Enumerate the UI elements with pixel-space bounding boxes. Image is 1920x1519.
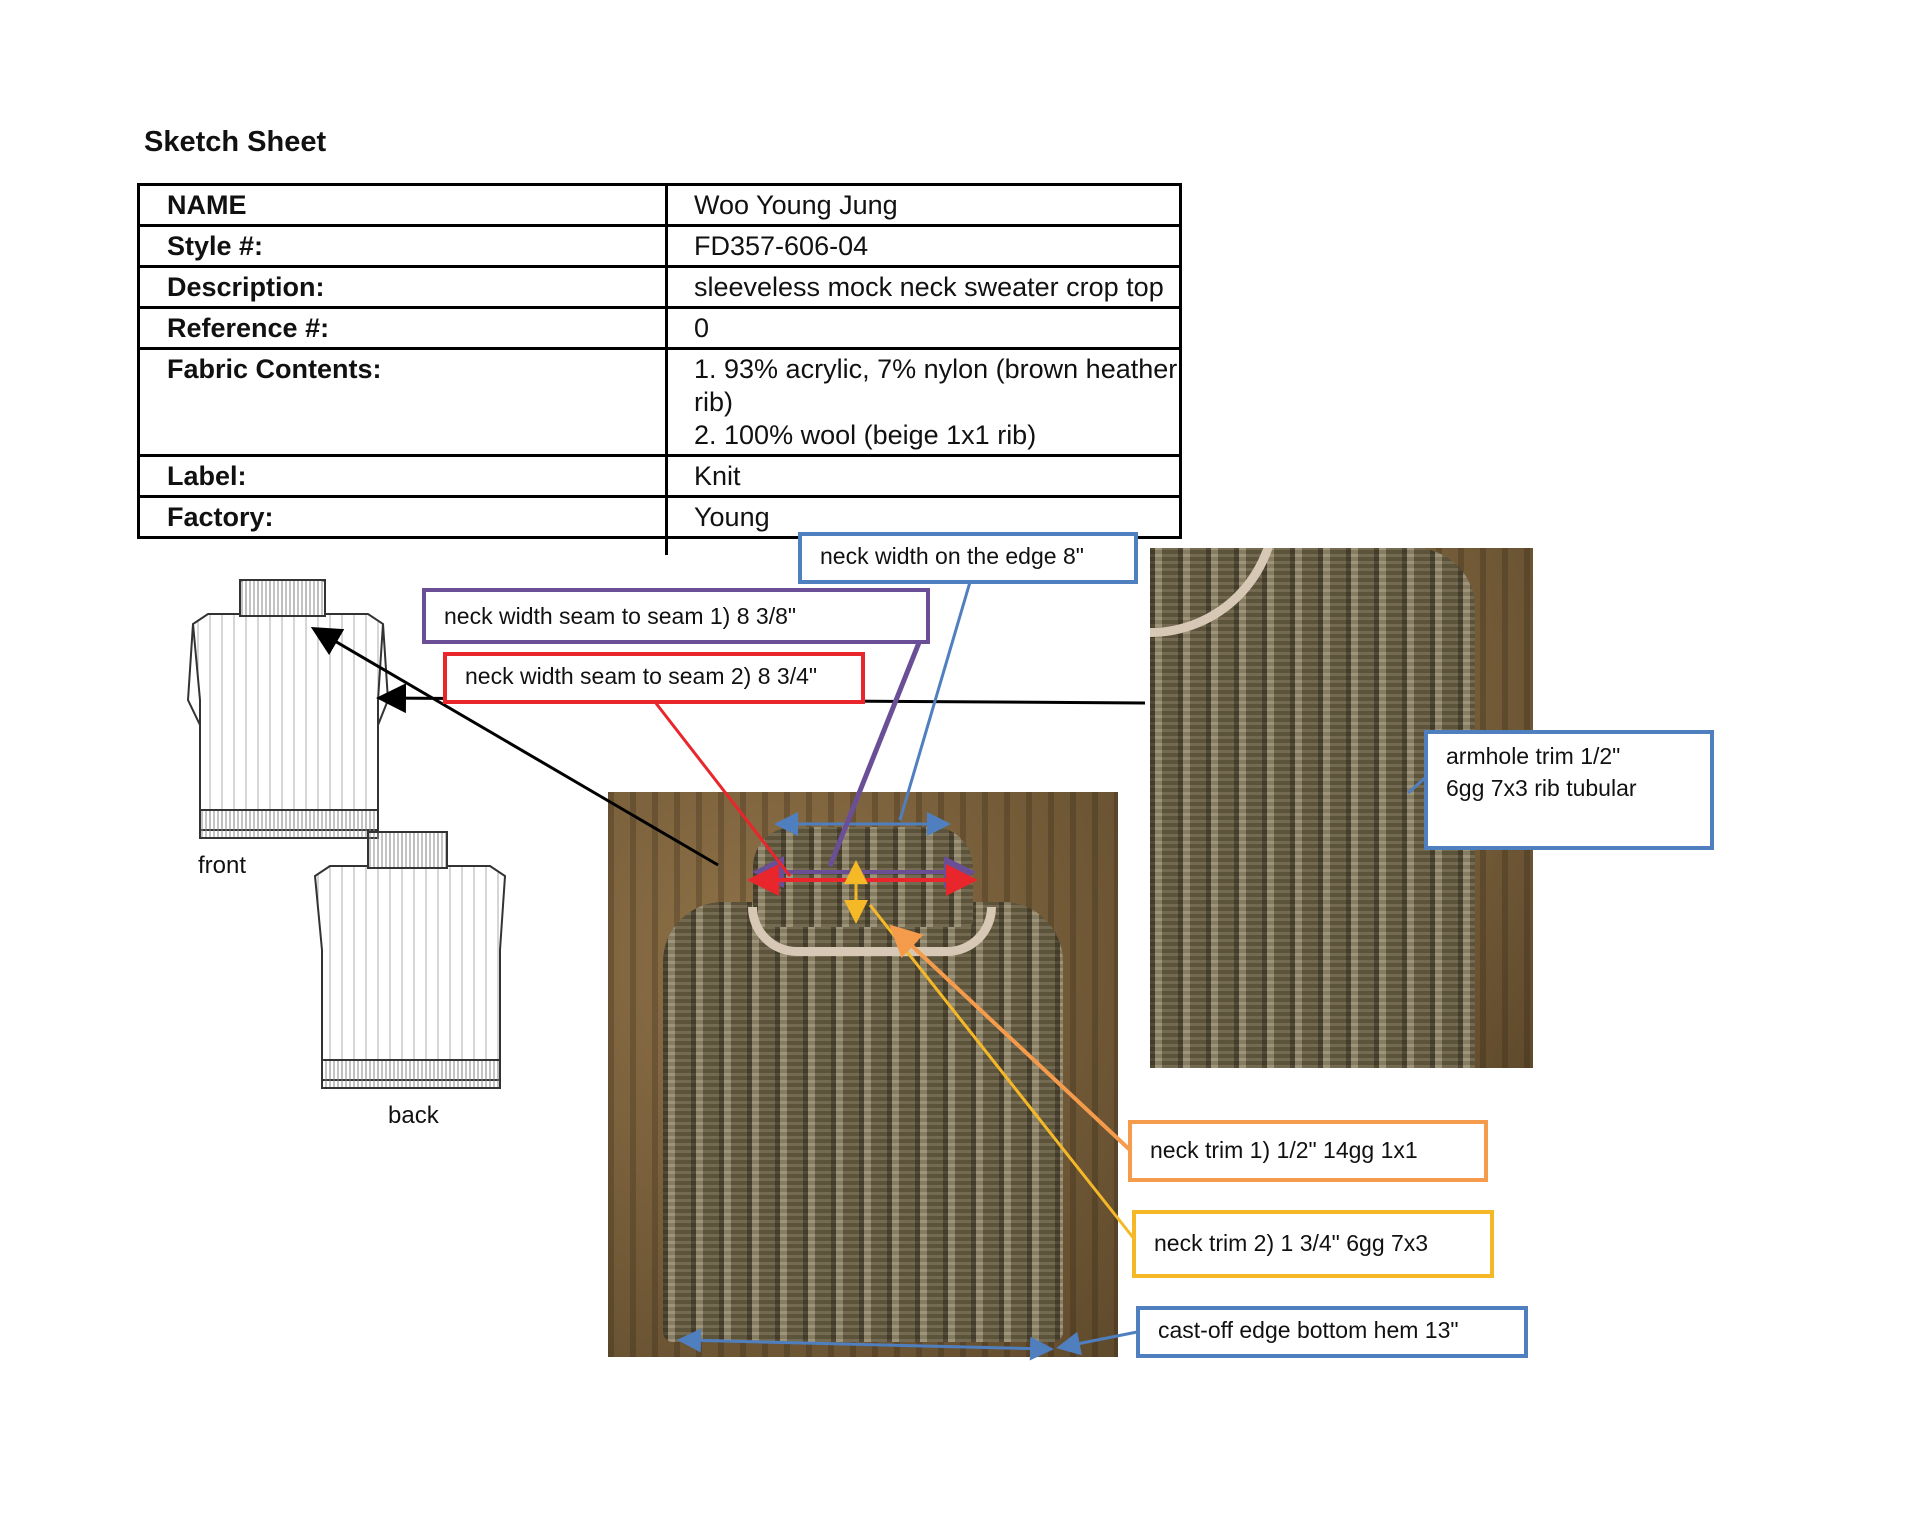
spec-row: NAME Woo Young Jung [137,183,1182,227]
callout-neck-trim-2: neck trim 2) 1 3/4" 6gg 7x3 [1132,1210,1494,1278]
spec-label: Factory: [137,495,668,539]
spec-value: Woo Young Jung [665,183,1182,227]
armhole-line-2: 6gg 7x3 rib tubular [1446,775,1637,801]
leader-neck-trim-1 [889,924,1132,1152]
spec-value-line: 0 [694,313,710,343]
spec-label: Style #: [137,224,668,268]
spec-label: NAME [137,183,668,227]
callout-neck-width-edge: neck width on the edge 8" [798,532,1138,584]
leader-neck-edge [898,581,972,821]
leader-armhole [1407,776,1426,795]
spec-row: Label: Knit [137,454,1182,498]
spec-value-line: FD357-606-04 [694,231,869,261]
spec-value: 0 [665,306,1182,350]
leader-neck-seam-2 [653,701,792,877]
dim-bottom-hem [677,1328,1054,1361]
spec-value-line: 1. 93% acrylic, 7% nylon (brown heather [694,354,1178,384]
sheet-title: Sketch Sheet [144,126,327,158]
spec-row: Style #: FD357-606-04 [137,224,1182,268]
spec-row: Fabric Contents:1. 93% acrylic, 7% nylon… [137,347,1182,457]
spec-row: Reference #: 0 [137,306,1182,350]
spec-label: Fabric Contents: [137,347,668,457]
spec-label: Reference #: [137,306,668,350]
spec-value-line: Woo Young Jung [694,190,898,220]
leader-neck-trim-2 [868,904,1137,1241]
spec-value-line: 2. 100% wool (beige 1x1 rib) [694,420,1037,450]
callout-bottom-hem: cast-off edge bottom hem 13" [1136,1306,1528,1358]
detail-photo [1150,548,1533,1068]
back-sketch [313,831,507,1089]
spec-value: FD357-606-04 [665,224,1182,268]
spec-value: Knit [665,454,1182,498]
spec-label: Description: [137,265,668,309]
front-label: front [198,852,247,879]
spec-value-line: Knit [694,461,741,491]
sweater-body [663,902,1063,1342]
spec-row: Factory: Young [137,495,1182,539]
callout-neck-trim-1: neck trim 1) 1/2" 14gg 1x1 [1128,1120,1488,1182]
arrow-photo-to-front-neck [310,626,719,867]
spec-value: sleeveless mock neck sweater crop top [665,265,1182,309]
sweater-detail [1150,548,1475,1068]
spec-value-line: rib) [694,387,733,417]
back-label: back [388,1102,439,1129]
callout-armhole-trim: armhole trim 1/2" 6gg 7x3 rib tubular [1424,730,1714,850]
callout-neck-width-seam-2: neck width seam to seam 2) 8 3/4" [443,652,865,704]
spec-value-line: Young [694,502,770,532]
leader-neck-seam-1 [827,619,931,867]
callout-neck-width-seam-1: neck width seam to seam 1) 8 3/8" [422,588,930,644]
armhole-line-1: armhole trim 1/2" [1446,743,1621,769]
spec-value: Young [665,495,1182,539]
spec-row: Description: sleeveless mock neck sweater… [137,265,1182,309]
spec-value-line: sleeveless mock neck sweater crop top [694,272,1164,302]
spec-label: Label: [137,454,668,498]
leader-bottom-hem [1056,1330,1138,1356]
